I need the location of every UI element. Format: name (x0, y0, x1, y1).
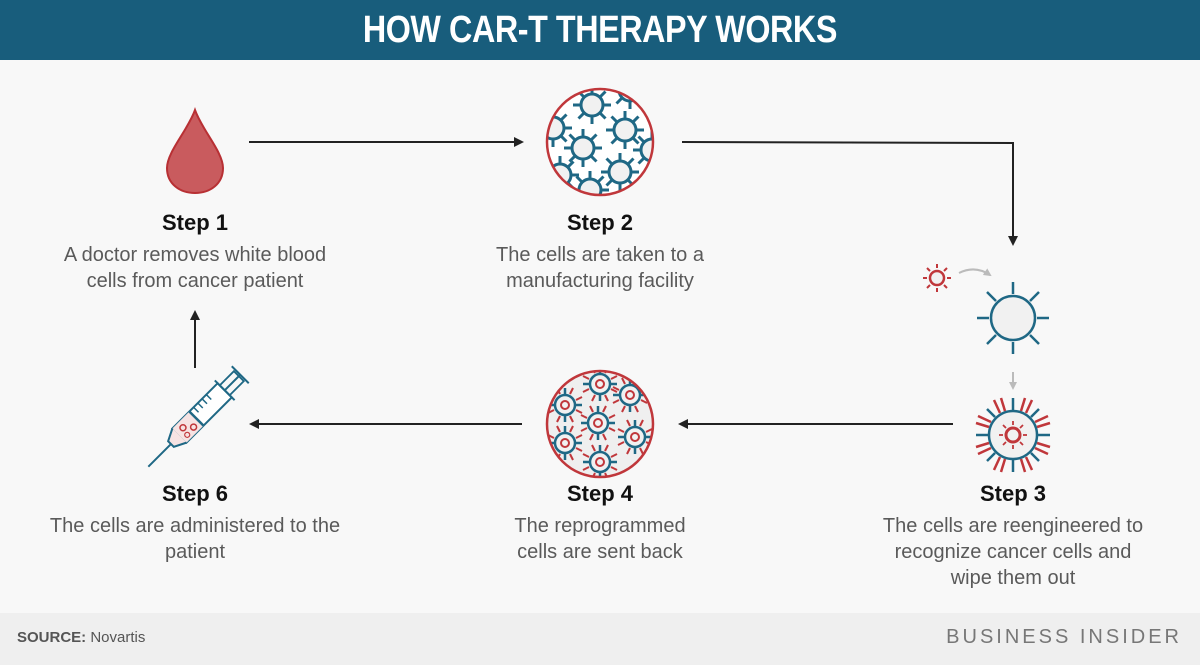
step-6: Step 6 The cells are administered to the… (25, 481, 365, 565)
arrow-step2-to-step3 (681, 141, 1018, 246)
t-cell-icon (977, 282, 1049, 354)
step-1: Step 1 A doctor removes white blood cell… (25, 210, 365, 294)
blood-drop-icon (165, 106, 225, 195)
source-label: SOURCE: (17, 629, 87, 646)
car-t-cell-icon (975, 397, 1051, 473)
cancer-cell-small-icon (923, 264, 951, 292)
diagram-art (147, 87, 1051, 479)
cell-dish-icon (545, 87, 655, 197)
step-2: Step 2 The cells are taken to a manufact… (430, 210, 770, 294)
engineered-cell-icon (923, 264, 1051, 473)
step-3: Step 3 The cells are reengineered to rec… (843, 481, 1183, 591)
step-1-desc: A doctor removes white blood cells from … (63, 244, 327, 292)
step-6-desc: The cells are administered to the patien… (49, 515, 341, 563)
step-2-desc: The cells are taken to a manufacturing f… (496, 244, 704, 292)
step-3-desc: The cells are reengineered to recognize … (882, 515, 1144, 589)
page-title: HOW CAR-T THERAPY WORKS (362, 8, 838, 51)
reprogrammed-cells-dish-icon (545, 369, 655, 479)
step-1-title: Step 1 (161, 210, 229, 235)
step-6-title: Step 6 (161, 481, 229, 506)
brand-logo: BUSINESS INSIDER (946, 626, 1182, 648)
step-3-title: Step 3 (979, 481, 1047, 506)
step-4-desc: The reprogrammed cells are sent back (514, 515, 686, 563)
step-4: Step 4 The reprogrammed cells are sent b… (430, 481, 770, 565)
source-credit: SOURCE: Novartis (17, 629, 145, 646)
step-2-title: Step 2 (566, 210, 634, 235)
step-4-title: Step 4 (566, 481, 634, 506)
source-value: Novartis (90, 629, 146, 646)
footer: SOURCE: Novartis BUSINESS INSIDER (0, 613, 1200, 665)
syringe-icon (147, 365, 250, 468)
header-banner: HOW CAR-T THERAPY WORKS (0, 0, 1200, 60)
